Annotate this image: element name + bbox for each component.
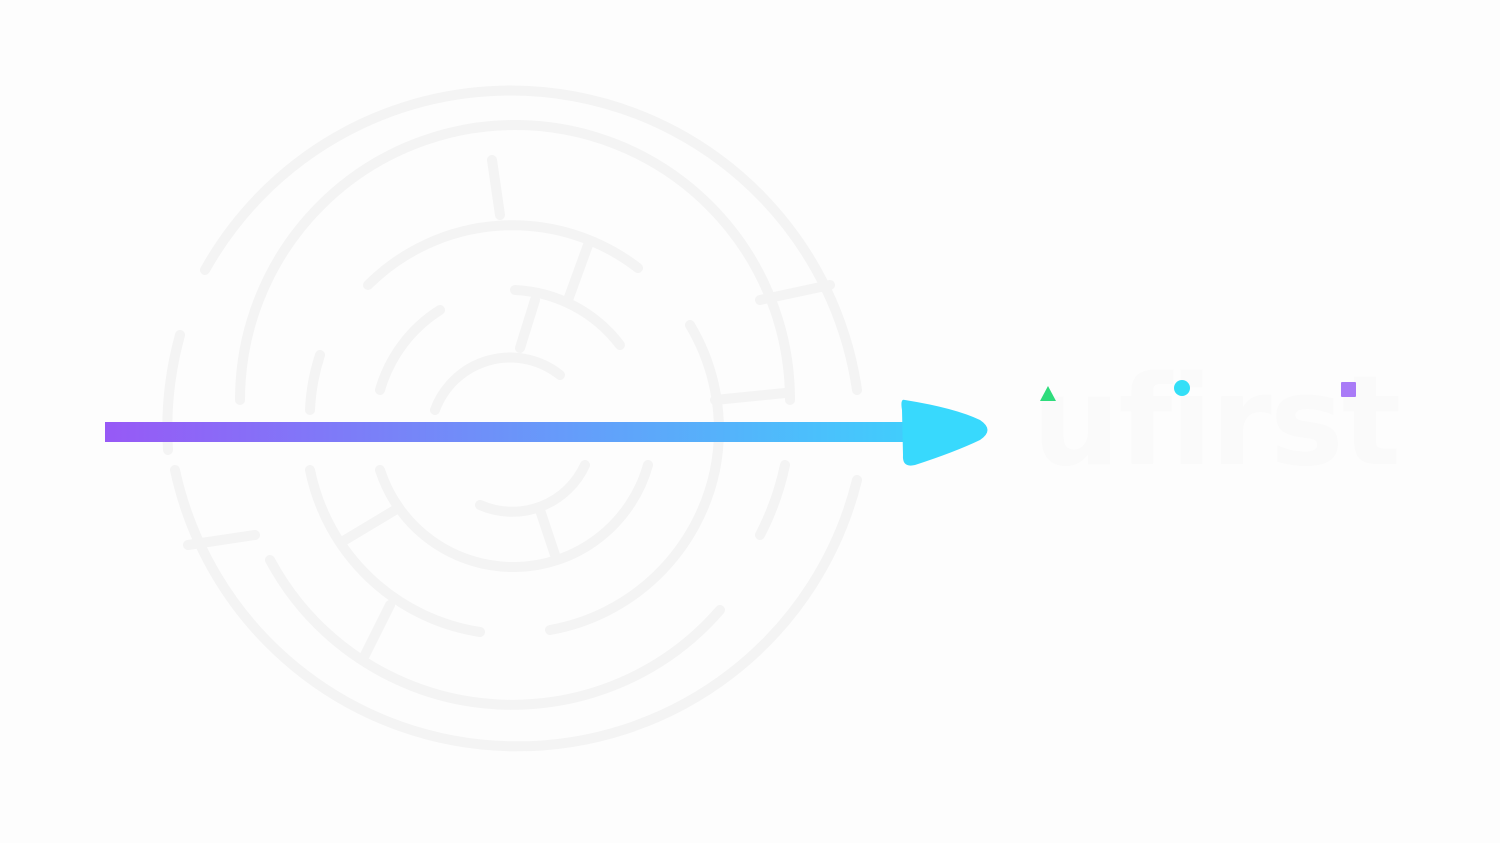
triangle-icon [1040,386,1056,401]
maze-ring-4-lower [375,460,653,573]
maze-connector [710,388,790,405]
maze-ring-outer [200,85,862,395]
maze-connector [535,505,560,560]
logo-wordmark: ufirst [1032,350,1401,494]
maze-connector [183,530,260,550]
maze-connector [755,280,835,305]
maze-connector [340,505,400,545]
maze-ring-2 [235,120,795,405]
arrow-shaft [105,422,925,442]
maze-ring-3-lower [545,465,720,635]
maze-connector [563,240,593,305]
maze-connector [360,600,395,660]
maze-ring-3 [363,220,643,290]
maze-ring-inner [430,352,565,415]
maze-ring-2-right [755,460,790,540]
arrow-head [901,399,988,466]
maze-connector [487,155,505,220]
maze-ring-3-left [305,350,325,415]
maze-ring-4-top [510,285,625,350]
maze-ring-4 [375,305,445,395]
maze-connector [515,295,540,353]
ufirst-logo: ufirst [1032,352,1401,492]
maze-ring-3-lower-left [305,465,485,637]
maze-ring-outer-lower [170,465,862,752]
circle-icon [1174,380,1190,396]
square-icon [1341,382,1356,397]
maze-ring-2-lower [265,555,725,710]
